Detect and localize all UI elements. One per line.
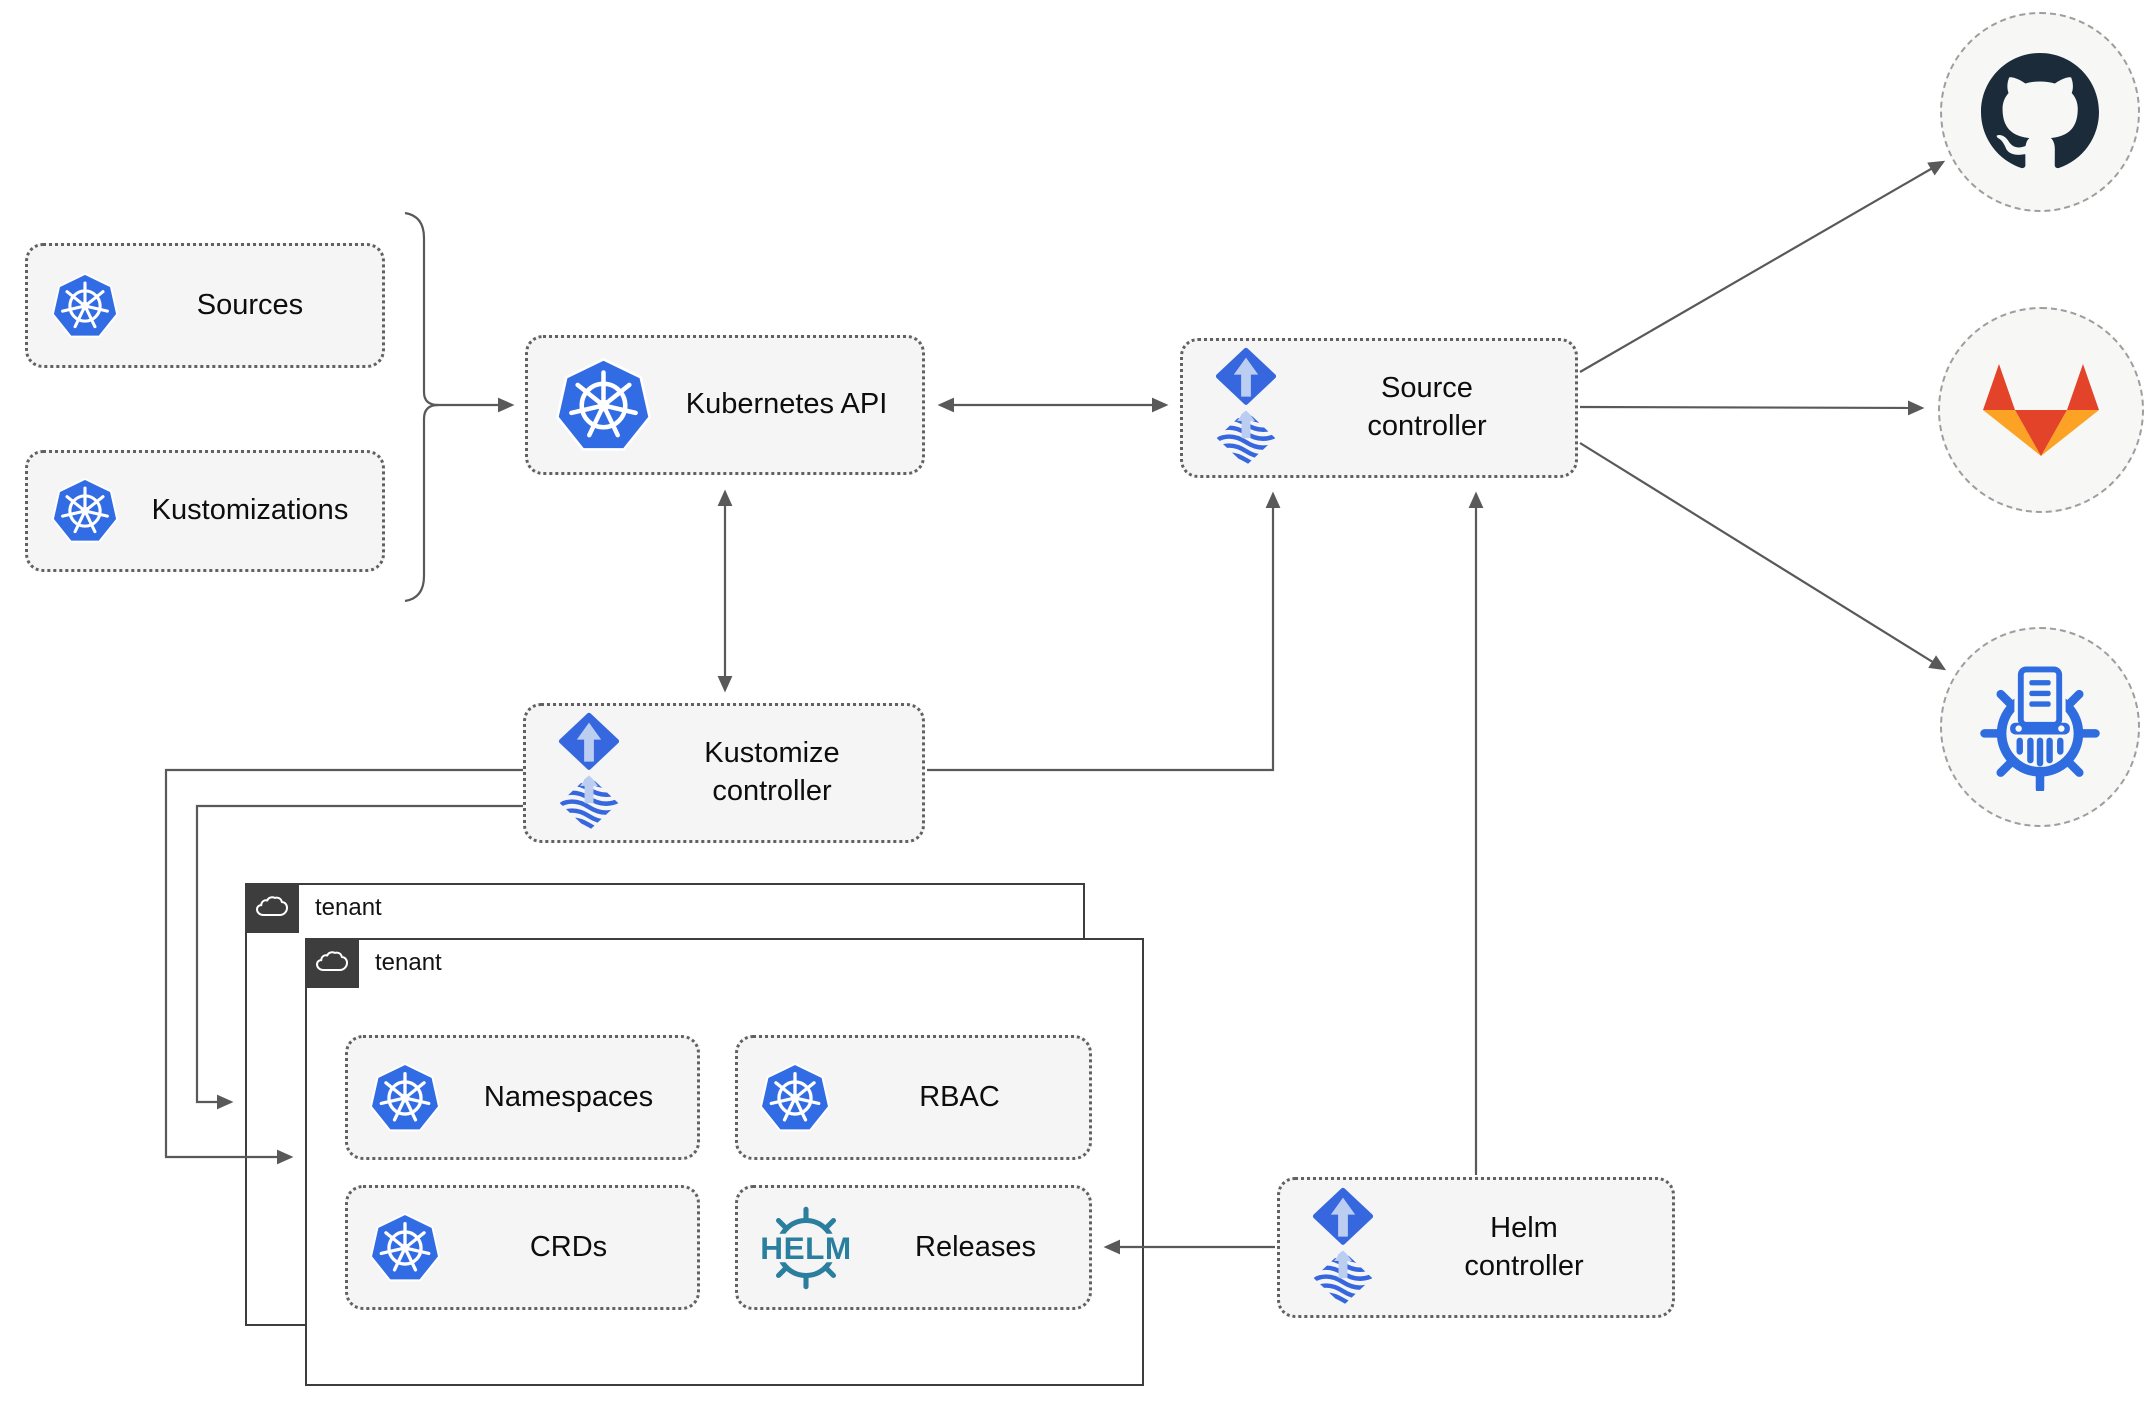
github-target: [1940, 12, 2140, 212]
edge-source-to-github: [1579, 160, 1946, 373]
gitlab-icon: [1981, 360, 2101, 460]
node-sources: Sources: [25, 243, 385, 368]
kubernetes-icon: [52, 478, 118, 544]
node-releases: HELM Releases: [735, 1185, 1092, 1310]
github-icon: [1981, 53, 2099, 171]
tenant-label: tenant: [375, 949, 442, 976]
tenant-container-front: tenant: [305, 938, 1144, 1386]
node-namespaces: Namespaces: [345, 1035, 700, 1160]
edge-kustomize-to-source-controller: [927, 491, 1281, 772]
node-rbac-label: RBAC: [919, 1080, 1000, 1113]
edge-bracket: [404, 211, 439, 603]
node-kustomizations: Kustomizations: [25, 450, 385, 572]
edge-source-to-gitlab: [1579, 400, 1925, 416]
edge-source-to-kustomize-target: [1579, 442, 1947, 671]
flux-icon: [1213, 347, 1279, 469]
kustomize-icon: [1976, 663, 2104, 791]
kubernetes-icon: [556, 358, 651, 453]
kubernetes-icon: [52, 273, 118, 339]
node-kubernetes-api-label: Kubernetes API: [685, 388, 888, 421]
node-kubernetes-api: Kubernetes API: [525, 335, 925, 475]
kubernetes-icon: [370, 1063, 440, 1133]
node-helm-controller-label: Helm controller: [1464, 1211, 1584, 1282]
kubernetes-icon: [760, 1063, 830, 1133]
node-source-controller: Source controller: [1180, 338, 1578, 478]
node-kustomize-controller-label: Kustomize controller: [704, 737, 840, 807]
gitlab-target: [1938, 307, 2144, 513]
tenant-tab: [245, 883, 299, 933]
cloud-icon: [315, 950, 349, 976]
tenant-label: tenant: [315, 894, 382, 921]
node-releases-label: Releases: [915, 1230, 1036, 1263]
cloud-icon: [255, 895, 289, 921]
node-kustomize-controller: Kustomize controller: [523, 703, 925, 843]
node-crds: CRDs: [345, 1185, 700, 1310]
flux-icon: [556, 712, 622, 834]
node-crds-label: CRDs: [529, 1230, 608, 1263]
helm-logo-text: HELM: [760, 1230, 851, 1266]
node-kustomizations-label: Kustomizations: [151, 494, 349, 527]
node-sources-label: Sources: [196, 288, 304, 321]
node-rbac: RBAC: [735, 1035, 1092, 1160]
node-source-controller-label: Source controller: [1367, 372, 1487, 442]
kustomize-target: [1940, 627, 2140, 827]
kubernetes-icon: [370, 1213, 440, 1283]
flux-icon: [1310, 1187, 1376, 1309]
node-namespaces-label: Namespaces: [483, 1080, 654, 1113]
node-helm-controller: Helm controller: [1277, 1177, 1675, 1318]
helm-icon: HELM: [750, 1205, 862, 1291]
tenant-tab: [305, 938, 359, 988]
